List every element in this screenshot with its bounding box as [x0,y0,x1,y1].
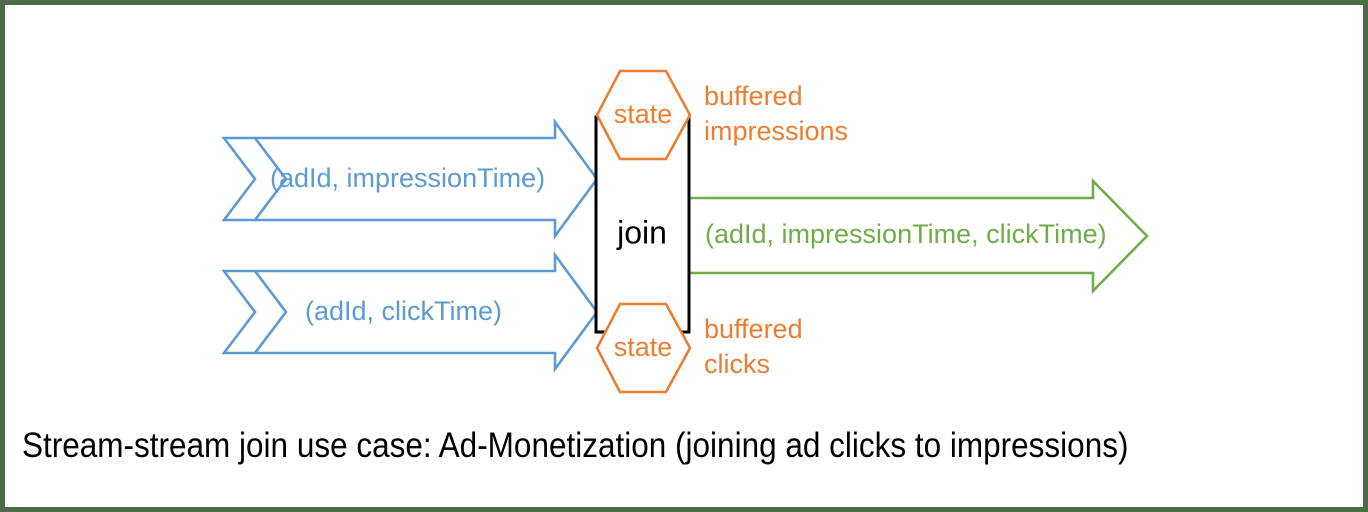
output-stream-label: (adId, impressionTime, clickTime) [705,219,1107,249]
diagram-caption: Stream-stream join use case: Ad-Monetiza… [22,426,1129,465]
state-clicks-annotation-line1: buffered [704,314,803,344]
join-node-label: join [616,214,667,250]
state-clicks-hexagon[interactable] [595,302,692,394]
clicks-stream-label: (adId, clickTime) [305,296,502,326]
state-impressions-group[interactable]: state buffered impressions [595,69,848,161]
state-impressions-annotation-line2: impressions [704,116,848,146]
state-clicks-group[interactable]: state buffered clicks [595,302,803,394]
clicks-stream-arrow: (adId, clickTime) [221,251,599,373]
state-impressions-hexagon[interactable] [595,69,692,161]
output-arrow-shape [689,177,1149,295]
state-impressions-label: state [614,99,673,129]
joined-output-arrow: (adId, impressionTime, clickTime) [689,177,1149,295]
state-clicks-annotation-line2: clicks [704,349,770,379]
diagram-svg: (adId, impressionTime) (adId, clickTime)… [221,69,1149,394]
clicks-arrow-shape [221,269,288,355]
state-clicks-label: state [614,332,673,362]
state-impressions-annotation-line1: buffered [704,81,803,111]
impressions-stream-arrow: (adId, impressionTime) [221,118,599,240]
impressions-stream-label: (adId, impressionTime) [270,163,545,193]
